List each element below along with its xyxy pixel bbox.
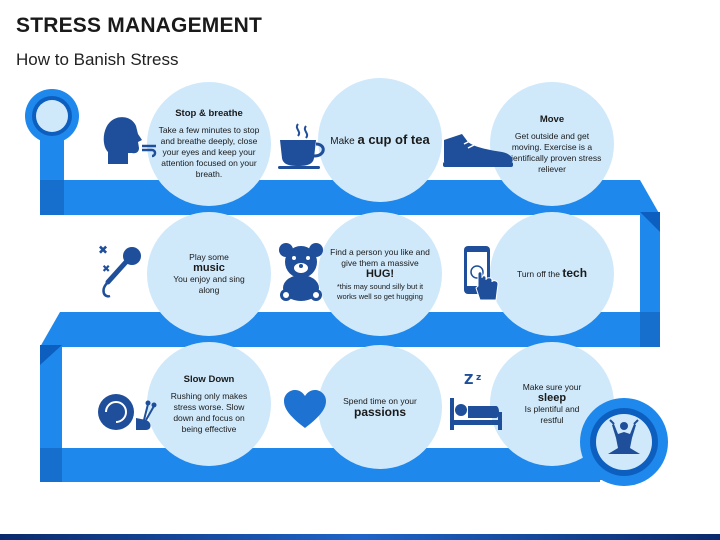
step-emphasis-text: passions [353,404,407,419]
svg-text:✖: ✖ [98,243,108,257]
step-stop-breathe: Stop & breathe Take a few minutes to sto… [147,82,271,206]
step-text: Rushing only makes stress worse. Slow do… [170,390,248,434]
step-emphasis-text: music [193,262,225,274]
start-badge [25,89,79,143]
step-emphasis: a cup of tea [357,131,430,147]
teddy-bear-icon [279,243,323,301]
page-subtitle: How to Banish Stress [16,50,179,69]
step-emphasis: passions [353,404,407,419]
step-text-pre: Play some [189,252,229,262]
microphone-icon: ✖ ✖ [98,243,141,298]
svg-text:Z: Z [464,373,473,388]
heart-icon [284,390,326,428]
step-cup-of-tea: Make a cup of tea [318,78,442,202]
step-heading: Slow Down [183,373,235,385]
step-text-post: You enjoy and sing along [173,274,245,295]
step-hug: Find a person you like and give them a m… [318,212,442,336]
step-heading: Move [539,113,565,125]
breathing-head-icon [103,117,157,164]
svg-text:✖: ✖ [102,264,110,275]
tea-cup-icon [278,123,325,169]
step-text-post: Is plentiful and restful [524,404,580,425]
step-emphasis: sleep [538,393,566,404]
step-passions: Spend time on your passions [318,345,442,469]
step-text: Take a few minutes to stop and breathe d… [158,125,260,179]
step-heading: Stop & breathe [175,108,243,119]
snail-icon [90,394,157,430]
step-emphasis-text: sleep [537,392,567,404]
sleep-bed-icon: Z z [450,373,502,430]
phone-touch-icon [464,246,499,301]
step-text: Make a cup of tea [330,131,430,147]
step-note: *this may sound silly but it works well … [336,281,424,301]
step-text-pre: Turn off the [516,269,563,279]
step-text-pre: Make sure your [522,382,582,392]
step-music: Play some music You enjoy and sing along [147,212,271,336]
svg-text:z: z [476,373,481,383]
step-text-pre: Find a person you like and give them a m… [330,246,430,268]
meditation-icon [580,398,668,486]
step-emphasis: music [193,263,225,274]
step-text: Turn off the tech [516,266,588,280]
step-emphasis: tech [562,266,588,280]
step-tech: Turn off the tech [490,212,614,336]
step-text-pre: Make [330,135,358,147]
step-slow-down: Slow Down Rushing only makes stress wors… [147,342,271,466]
step-emphasis: HUG! [365,267,395,280]
step-emphasis-text: HUG! [365,267,395,280]
page-title: STRESS MANAGEMENT [16,14,263,37]
step-text-pre: Spend time on your [343,395,417,406]
sneaker-icon [443,134,513,167]
footer-bar [0,534,720,540]
step-text: Get outside and get moving. Exercise is … [502,130,602,174]
step-move: Move Get outside and get moving. Exercis… [490,82,614,206]
